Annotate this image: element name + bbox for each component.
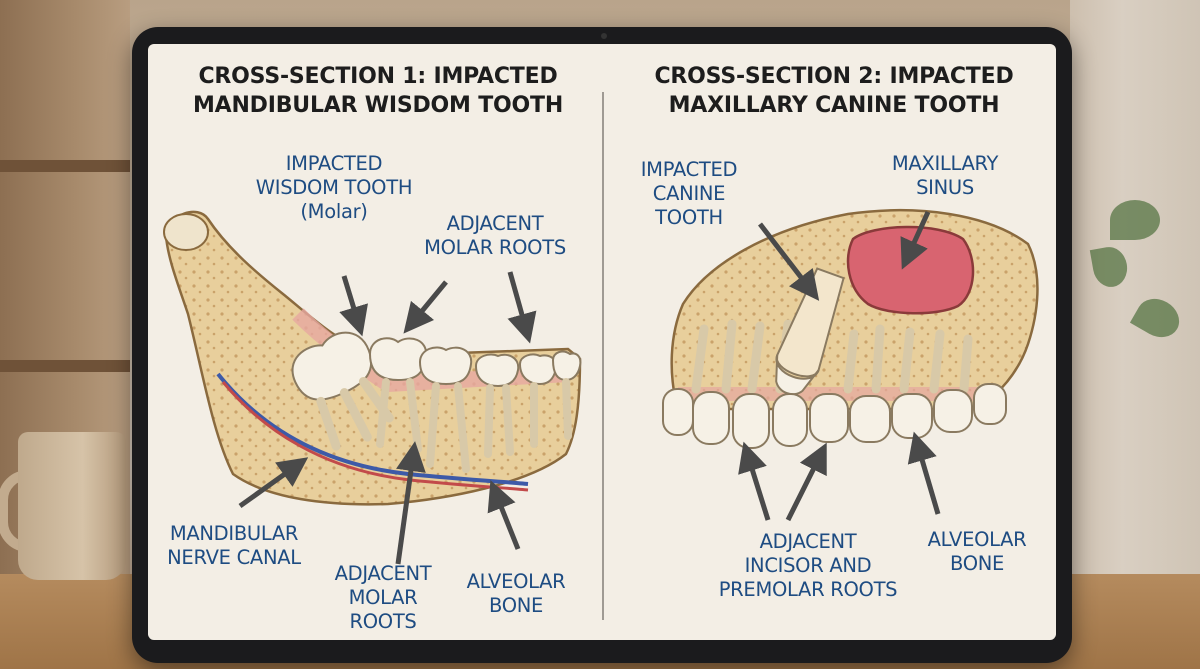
plant-leaf: [1110, 200, 1160, 240]
diagram-illustration: [163, 209, 1039, 565]
label-impacted-canine-tooth: IMPACTED CANINE TOOTH: [640, 158, 738, 229]
shelf-board: [0, 360, 130, 372]
label-adjacent-incisor-premolar-roots: ADJACENT INCISOR AND PREMOLAR ROOTS: [718, 530, 898, 601]
label-adjacent-molar-roots-top: ADJACENT MOLAR ROOTS: [424, 212, 566, 259]
panel-divider: [602, 92, 604, 620]
plant-leaf: [1089, 244, 1131, 290]
coffee-mug: [18, 432, 126, 580]
label-alveolar-bone-2: ALVEOLAR BONE: [927, 528, 1027, 575]
plant-leaf: [1129, 291, 1187, 345]
label-alveolar-bone-1: ALVEOLAR BONE: [466, 570, 566, 617]
label-maxillary-sinus: MAXILLARY SINUS: [891, 152, 999, 199]
panel-2-title: CROSS-SECTION 2: IMPACTED MAXILLARY CANI…: [654, 64, 1014, 118]
mandible-illustration: [163, 210, 582, 565]
maxilla-illustration: [662, 209, 1039, 522]
background-wall: [1070, 0, 1200, 669]
tablet-camera: [601, 33, 607, 39]
shelf-board: [0, 160, 130, 172]
maxillary-sinus: [846, 225, 975, 315]
label-adjacent-molar-roots-bottom: ADJACENT MOLAR ROOTS: [334, 562, 432, 633]
label-mandibular-nerve-canal: MANDIBULAR NERVE CANAL: [167, 522, 301, 569]
panel-1-title: CROSS-SECTION 1: IMPACTED MANDIBULAR WIS…: [192, 64, 564, 118]
label-impacted-wisdom-tooth: IMPACTED WISDOM TOOTH (Molar): [255, 152, 413, 223]
tablet-screen: CROSS-SECTION 1: IMPACTED MANDIBULAR WIS…: [148, 44, 1056, 640]
